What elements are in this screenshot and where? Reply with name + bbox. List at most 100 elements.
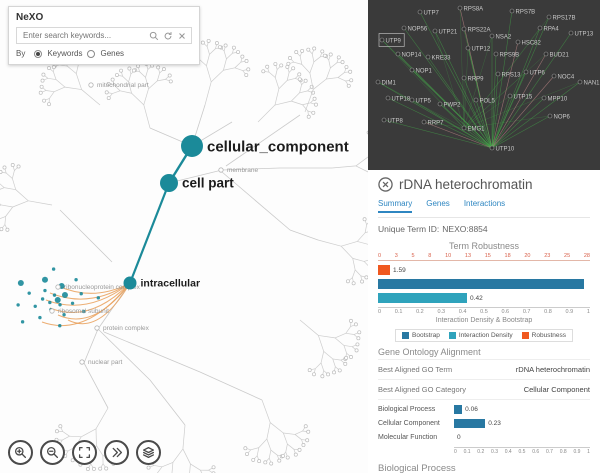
gene-node-RPS17B[interactable]: RPS17B [546, 14, 576, 22]
search-box [16, 27, 192, 44]
svg-text:EMG1: EMG1 [468, 127, 486, 133]
ontology-node-ribonucleoprotein-complex[interactable] [55, 284, 61, 290]
clear-icon[interactable] [177, 31, 187, 41]
gene-node-HSC82[interactable]: HSC82 [515, 39, 542, 47]
gene-node-UTP12[interactable]: UTP12 [465, 45, 491, 53]
genes-radio[interactable] [87, 49, 96, 58]
zoom-in-button[interactable] [8, 440, 33, 465]
search-icon[interactable] [149, 31, 159, 41]
gene-node-UTP8[interactable]: UTP8 [381, 117, 404, 125]
gene-node-UTP15[interactable]: UTP15 [507, 93, 533, 101]
gene-node-RRP7[interactable]: RRP7 [421, 119, 444, 127]
svg-text:NOP56: NOP56 [408, 27, 428, 33]
legend-item: Bootstrap [402, 332, 440, 339]
gene-node-UTP6[interactable]: UTP6 [523, 69, 546, 77]
gene-node-EMG1[interactable]: EMG1 [461, 125, 486, 133]
gene-network-panel: UTP9 UTP7 RPS8A RPS7B RPS17B NOP56 UTP21 RPS22A… [368, 0, 600, 170]
gene-node-DIM1[interactable]: DIM1 [375, 79, 396, 87]
app-title: NeXO [16, 12, 44, 23]
close-icon[interactable] [378, 177, 393, 192]
tab-genes[interactable]: Genes [426, 199, 450, 208]
ontology-node-nuclear-part[interactable] [79, 359, 85, 365]
svg-text:membrane: membrane [227, 167, 258, 174]
expand-arrows-button[interactable] [104, 440, 129, 465]
svg-text:cellular_component: cellular_component [207, 138, 349, 155]
gene-node-NOP56[interactable]: NOP56 [401, 25, 428, 33]
svg-text:UTP6: UTP6 [530, 71, 546, 77]
ontology-node-cellular_component[interactable] [181, 135, 203, 157]
svg-text:ribonucleoprotein complex: ribonucleoprotein complex [64, 284, 141, 291]
svg-text:UTP8: UTP8 [388, 119, 404, 125]
gene-node-UTP10[interactable]: UTP10 [489, 145, 515, 153]
svg-text:RPA4: RPA4 [544, 27, 560, 33]
svg-text:UTP9: UTP9 [386, 39, 402, 45]
gene-network-canvas[interactable]: UTP9 UTP7 RPS8A RPS7B RPS17B NOP56 UTP21 RPS22A… [368, 0, 600, 170]
gene-node-PWP2[interactable]: PWP2 [437, 101, 461, 109]
term-detail-panel: rDNA heterochromatin Summary Genes Inter… [368, 170, 600, 473]
bar-robustness: 1.59 [378, 265, 590, 275]
gene-node-MPP10[interactable]: MPP10 [541, 95, 568, 103]
gene-node-UTP21[interactable]: UTP21 [432, 28, 458, 36]
svg-text:NOP6: NOP6 [554, 115, 571, 121]
ontology-node-membrane[interactable] [218, 167, 224, 173]
svg-text:RPS22A: RPS22A [468, 28, 491, 34]
gene-node-KRE33[interactable]: KRE33 [425, 54, 451, 62]
svg-text:protein complex: protein complex [103, 325, 150, 332]
term-id-value: NEXO:8854 [442, 224, 488, 234]
keywords-radio[interactable] [34, 49, 43, 58]
svg-text:UTP5: UTP5 [416, 99, 432, 105]
gene-node-POL5[interactable]: POL5 [473, 97, 496, 105]
svg-text:cell part: cell part [182, 176, 234, 191]
gene-node-NOP14[interactable]: NOP14 [395, 51, 422, 59]
gene-node-RPS8A[interactable]: RPS8A [457, 5, 484, 13]
gene-node-NAN1[interactable]: NAN1 [577, 79, 600, 87]
tab-summary[interactable]: Summary [378, 199, 413, 213]
ontology-node-ribosomal-subunit[interactable] [49, 308, 55, 314]
gene-node-UTP5[interactable]: UTP5 [409, 97, 432, 105]
gene-node-RPS9B[interactable]: RPS9B [493, 51, 519, 59]
search-input[interactable] [21, 30, 145, 41]
genes-radio-label[interactable]: Genes [100, 49, 125, 58]
go-alignment-heading: Gene Ontology Alignment [378, 347, 481, 357]
gene-node-NSA2[interactable]: NSA2 [489, 33, 512, 41]
row-value: Cellular Component [523, 385, 590, 394]
ontology-node-cell-part[interactable] [160, 174, 178, 192]
reset-icon[interactable] [163, 31, 173, 41]
svg-text:RPS7B: RPS7B [516, 10, 536, 16]
detail-tabs: Summary Genes Interactions [378, 197, 590, 218]
svg-text:RPS8A: RPS8A [464, 7, 484, 13]
layers-button[interactable] [136, 440, 161, 465]
fit-to-screen-button[interactable] [72, 440, 97, 465]
by-label: By [16, 49, 26, 58]
gene-node-NOC4[interactable]: NOC4 [551, 73, 575, 81]
tree-toolbar [8, 440, 161, 465]
gene-node-UTP13[interactable]: UTP13 [568, 30, 594, 38]
search-mode-row: By Keywords Genes [16, 49, 192, 58]
gene-node-NOP6[interactable]: NOP6 [547, 113, 571, 121]
gene-node-RPS13[interactable]: RPS13 [495, 71, 521, 79]
gene-node-BUD21[interactable]: BUD21 [543, 51, 570, 59]
gene-node-RPS7B[interactable]: RPS7B [509, 8, 536, 16]
fit-screen-icon [78, 446, 91, 459]
zoom-out-button[interactable] [40, 440, 65, 465]
tab-interactions[interactable]: Interactions [463, 199, 506, 208]
gene-node-RRP9[interactable]: RRP9 [461, 75, 484, 83]
gene-node-UTP9[interactable]: UTP9 [378, 33, 405, 47]
gene-node-RPA4[interactable]: RPA4 [537, 25, 560, 33]
keywords-radio-label[interactable]: Keywords [47, 49, 83, 58]
ontology-node-protein-complex[interactable] [94, 325, 100, 331]
table-row: Best Aligned GO Term rDNA heterochromati… [378, 360, 590, 380]
gene-node-NOP1[interactable]: NOP1 [409, 67, 433, 75]
gene-node-UTP18[interactable]: UTP18 [385, 95, 411, 103]
table-row: Best Aligned GO Category Cellular Compon… [378, 380, 590, 400]
gene-node-RPS22A[interactable]: RPS22A [461, 26, 491, 34]
robustness-chart-title: Term Robustness [448, 241, 520, 251]
ontology-node-intracellular[interactable] [123, 276, 137, 290]
gene-node-UTP7[interactable]: UTP7 [417, 9, 440, 17]
row-label: Best Aligned GO Category [378, 385, 466, 394]
ontology-node-mitochondrial-part[interactable] [88, 82, 94, 88]
